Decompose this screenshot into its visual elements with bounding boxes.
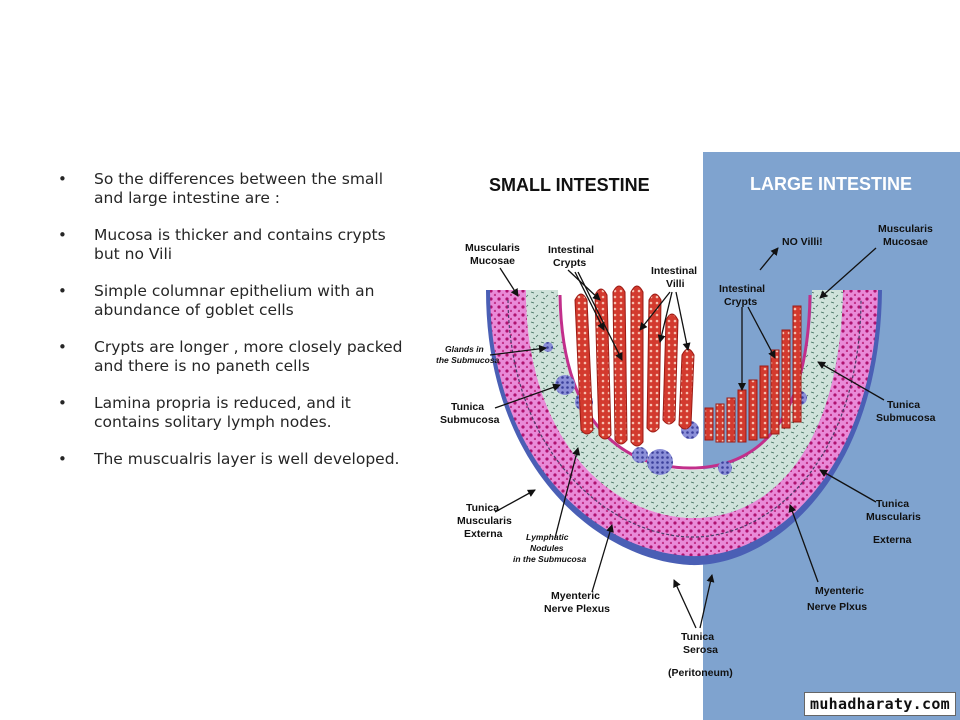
label-right-tunica-muscularis-externa: Tunica Muscularis Externa (866, 498, 924, 546)
label-tunica-serosa: Tunica Serosa (Peritoneum) (668, 631, 733, 679)
label-tunica-submucosa: Tunica Submucosa (440, 401, 500, 426)
bullet-item: • Mucosa is thicker and contains crypts b… (56, 226, 406, 264)
label-right-muscularis-mucosae: Muscularis Mucosae (878, 223, 936, 248)
label-right-tunica-submucosa: Tunica Submucosa (876, 399, 936, 424)
label-glands-submucosa: Glands in the Submucosa (436, 344, 500, 365)
submucosa-layer (526, 290, 843, 519)
large-intestine-crypts (704, 305, 802, 443)
myenteric-plexus-line (507, 299, 862, 538)
label-lymphatic-nodules: Lymphatic Nodules in the Submucosa (513, 532, 586, 564)
large-intestine-title: LARGE INTESTINE (750, 174, 912, 194)
bullet-item: • Simple columnar epithelium with an abun… (56, 282, 406, 320)
muscularis-externa-layer (490, 290, 878, 557)
bullet-text: Crypts are longer , more closely packed … (94, 338, 403, 375)
small-intestine-title: SMALL INTESTINE (489, 175, 650, 195)
bullet-item: • The muscualris layer is well developed. (56, 450, 406, 469)
label-muscularis-mucosae: Muscularis Mucosae (465, 242, 523, 267)
bullet-item: • So the differences between the small an… (56, 170, 406, 208)
bullet-dot: • (58, 282, 67, 300)
bullet-text: Lamina propria is reduced, and it contai… (94, 394, 351, 431)
label-tunica-muscularis-externa: Tunica Muscularis Externa (457, 502, 515, 540)
pointer-arrows (489, 247, 885, 629)
bullet-text: Simple columnar epithelium with an abund… (94, 282, 375, 319)
bullet-dot: • (58, 394, 67, 412)
intestinal-villi (574, 285, 695, 447)
label-right-myenteric-plexus: Myenteric Nerve Plxus (807, 585, 867, 613)
bullet-dot: • (58, 170, 67, 188)
bullet-dot: • (58, 338, 67, 356)
label-myenteric-plexus: Myenteric Nerve Plexus (544, 590, 610, 615)
label-right-intestinal-crypts: Intestinal Crypts (719, 283, 768, 308)
label-intestinal-crypts: Intestinal Crypts (548, 244, 597, 269)
bullet-list: • So the differences between the small an… (56, 170, 406, 487)
bullet-dot: • (58, 226, 67, 244)
bullet-text: The muscualris layer is well developed. (94, 450, 400, 468)
bullet-text: So the differences between the small and… (94, 170, 384, 207)
watermark: muhadharaty.com (804, 692, 956, 716)
label-intestinal-villi: Intestinal Villi (651, 265, 700, 290)
bullet-item: • Crypts are longer , more closely packed… (56, 338, 406, 376)
bullet-item: • Lamina propria is reduced, and it conta… (56, 394, 406, 432)
bullet-dot: • (58, 450, 67, 468)
label-no-villi: NO Villi! (782, 236, 823, 248)
bullet-text: Mucosa is thicker and contains crypts bu… (94, 226, 386, 263)
